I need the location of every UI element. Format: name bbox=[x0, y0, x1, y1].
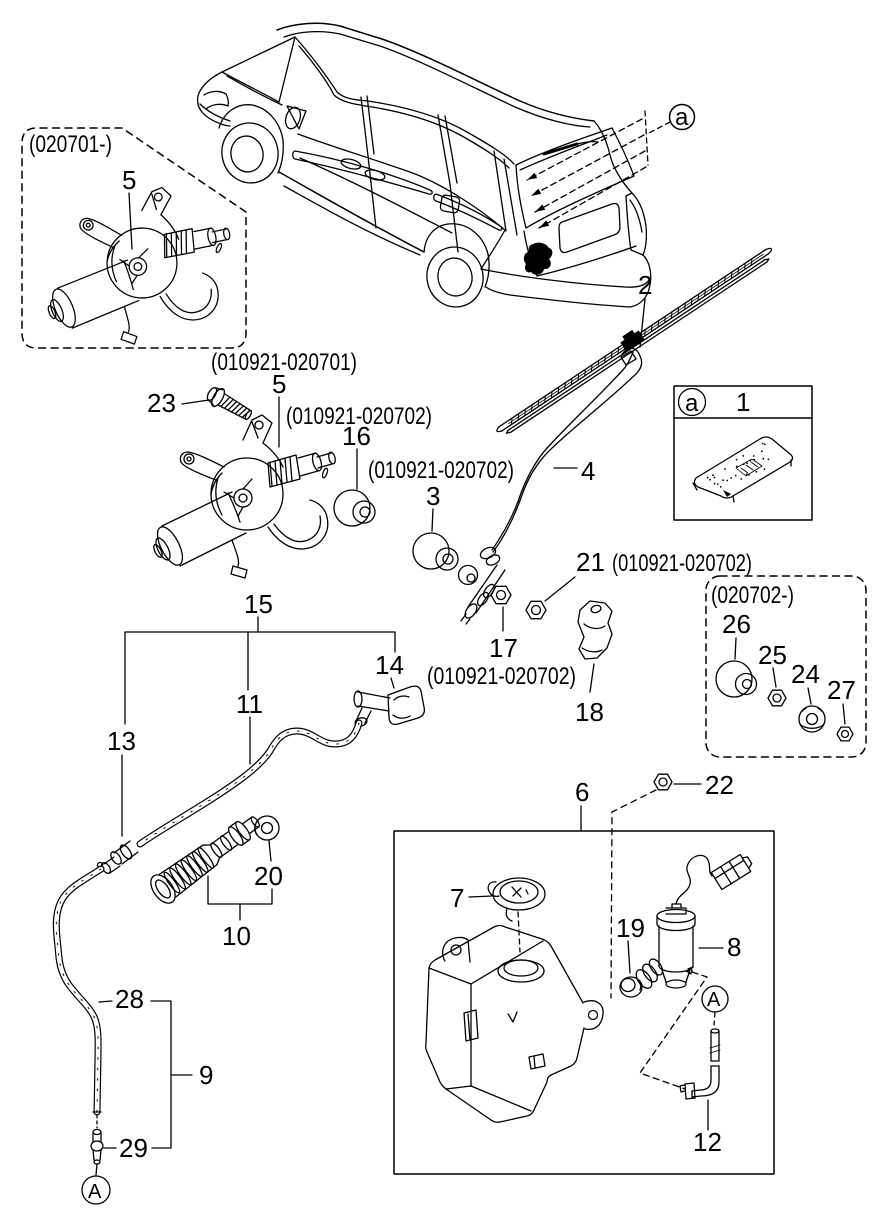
svg-text:20: 20 bbox=[254, 861, 283, 891]
svg-text:a: a bbox=[675, 104, 689, 131]
svg-text:14: 14 bbox=[375, 650, 404, 680]
svg-text:19: 19 bbox=[616, 913, 645, 943]
svg-text:(010921-020701): (010921-020701) bbox=[211, 349, 357, 376]
svg-text:(010921-020702): (010921-020702) bbox=[427, 663, 576, 690]
svg-text:(020701-): (020701-) bbox=[29, 131, 112, 158]
svg-text:7: 7 bbox=[450, 883, 464, 913]
svg-text:A: A bbox=[707, 989, 721, 1011]
svg-text:28: 28 bbox=[115, 984, 144, 1014]
svg-text:29: 29 bbox=[119, 1133, 148, 1163]
svg-text:5: 5 bbox=[122, 165, 136, 195]
svg-text:10: 10 bbox=[222, 921, 251, 951]
svg-text:(010921-020702): (010921-020702) bbox=[286, 403, 432, 430]
svg-text:2: 2 bbox=[638, 270, 652, 300]
svg-text:A: A bbox=[88, 1181, 102, 1203]
svg-text:12: 12 bbox=[693, 1127, 722, 1157]
svg-text:17: 17 bbox=[489, 633, 518, 663]
svg-text:3: 3 bbox=[426, 481, 440, 511]
svg-text:27: 27 bbox=[827, 675, 856, 705]
svg-text:26: 26 bbox=[722, 609, 751, 639]
svg-text:6: 6 bbox=[575, 777, 589, 807]
svg-text:25: 25 bbox=[758, 640, 787, 670]
svg-text:22: 22 bbox=[705, 770, 734, 800]
svg-text:23: 23 bbox=[147, 388, 176, 418]
svg-text:24: 24 bbox=[791, 659, 820, 689]
svg-text:15: 15 bbox=[244, 589, 273, 619]
svg-text:4: 4 bbox=[581, 456, 595, 486]
svg-text:(020702-): (020702-) bbox=[711, 582, 794, 609]
svg-text:(010921-020702): (010921-020702) bbox=[612, 550, 752, 577]
svg-text:1: 1 bbox=[736, 387, 750, 417]
svg-text:a: a bbox=[685, 390, 699, 417]
svg-text:(010921-020702): (010921-020702) bbox=[368, 457, 514, 484]
svg-text:13: 13 bbox=[107, 726, 136, 756]
svg-text:11: 11 bbox=[236, 689, 263, 719]
svg-text:8: 8 bbox=[727, 932, 741, 962]
svg-text:16: 16 bbox=[342, 421, 371, 451]
svg-text:21: 21 bbox=[576, 547, 605, 577]
svg-text:9: 9 bbox=[199, 1060, 213, 1090]
svg-text:18: 18 bbox=[575, 697, 604, 727]
svg-text:5: 5 bbox=[272, 369, 286, 399]
